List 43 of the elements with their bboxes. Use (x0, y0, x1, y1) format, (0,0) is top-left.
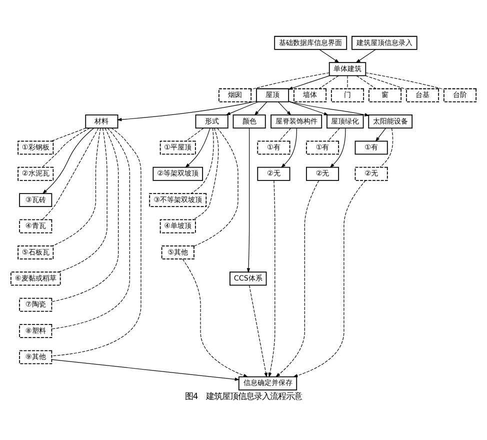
connector (365, 75, 407, 90)
arrow (375, 128, 386, 142)
connector (42, 128, 90, 168)
arrow (280, 128, 297, 168)
arrow (292, 180, 366, 378)
connector (380, 128, 394, 168)
arrow (278, 102, 292, 116)
connector (51, 128, 86, 142)
arrow (185, 128, 210, 168)
arrow (268, 180, 276, 378)
connector (347, 75, 348, 90)
arrow (254, 102, 268, 116)
arrow (288, 101, 329, 116)
arrow (288, 75, 330, 90)
connector (318, 75, 339, 90)
connector (51, 128, 119, 302)
caption: 图4 建筑屋顶信息录入流程示意 (184, 390, 302, 401)
connector (52, 128, 130, 330)
arrow (226, 102, 258, 116)
connector (52, 128, 101, 246)
arrow (42, 128, 94, 194)
connector (186, 128, 204, 142)
connector (356, 75, 376, 90)
arrow (288, 100, 370, 116)
connector (251, 72, 330, 90)
arrow (246, 128, 250, 273)
connector (58, 128, 108, 272)
arrow (182, 258, 248, 378)
arrow (116, 100, 257, 122)
connector (42, 128, 99, 220)
connector (278, 128, 292, 142)
connector (365, 72, 444, 90)
connector (52, 128, 142, 356)
arrow (330, 128, 346, 168)
arrow (356, 49, 376, 64)
connector (190, 128, 214, 194)
arrow (319, 49, 340, 64)
arrow (248, 284, 268, 378)
connector (328, 128, 340, 142)
arrow (275, 180, 320, 378)
connector (192, 128, 219, 220)
arrow (51, 359, 240, 381)
connector (194, 128, 238, 246)
